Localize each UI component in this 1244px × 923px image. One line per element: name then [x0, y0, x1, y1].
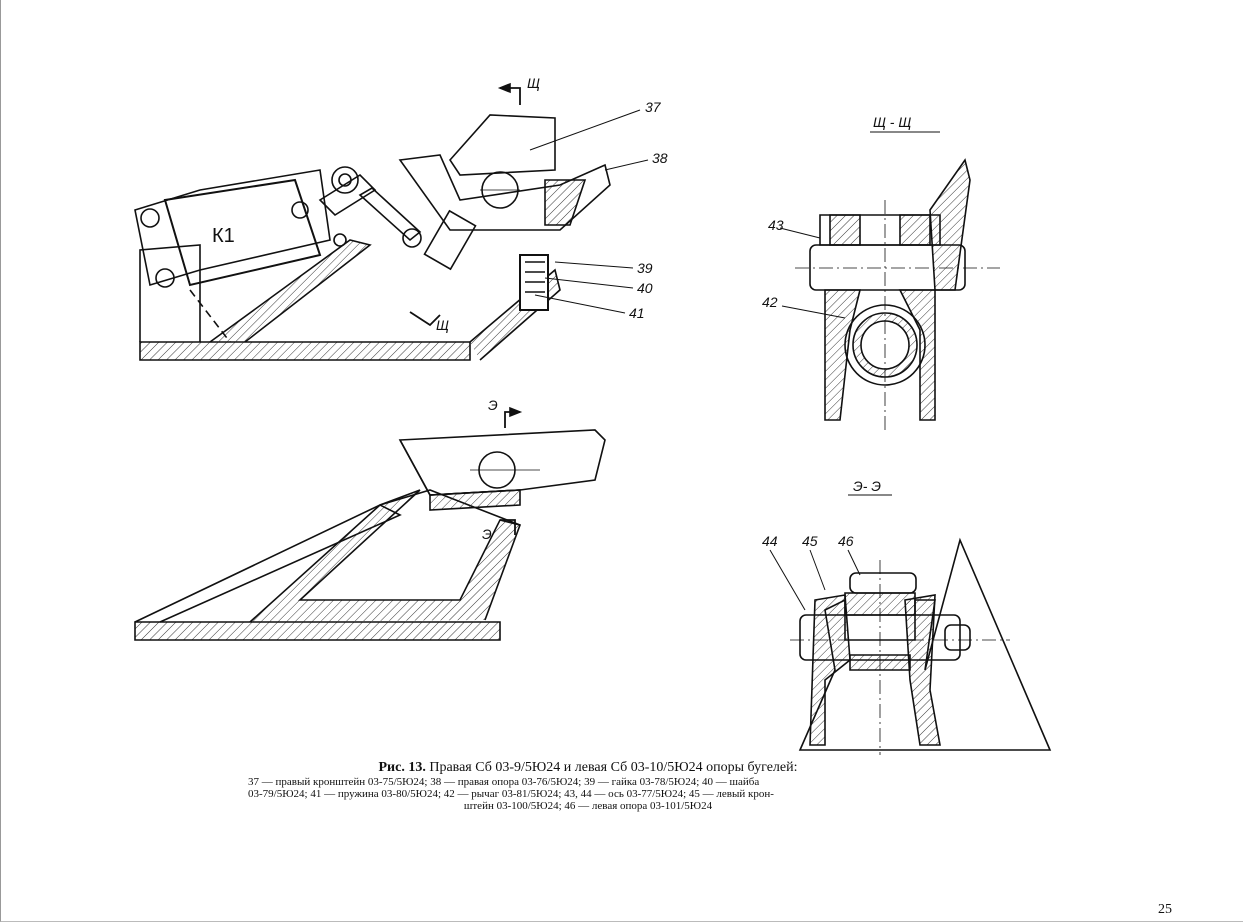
label-46: 46 — [838, 533, 854, 549]
label-39: 39 — [637, 260, 653, 276]
technical-drawing: 37 38 39 40 41 42 43 44 45 46 К1 Щ Щ Щ -… — [134, 75, 1052, 755]
caption-title: Рис. 13. Правая Сб 03-9/5Ю24 и левая Сб … — [248, 760, 928, 775]
label-42: 42 — [762, 294, 778, 310]
section-title-shch: Щ - Щ — [873, 114, 911, 130]
caption-figure-number: Рис. 13. — [378, 760, 426, 775]
label-44: 44 — [762, 533, 778, 549]
label-43: 43 — [768, 217, 784, 233]
section-shch-view — [779, 131, 1000, 430]
caption-line-3: штейн 03-100/5Ю24; 46 — левая опора 03-1… — [463, 800, 713, 812]
section-title-e: Э- Э — [853, 478, 881, 494]
label-41: 41 — [629, 305, 645, 321]
figure-caption: Рис. 13. Правая Сб 03-9/5Ю24 и левая Сб … — [248, 760, 928, 813]
caption-title-text: Правая Сб 03-9/5Ю24 и левая Сб 03-10/5Ю2… — [429, 760, 798, 775]
label-40: 40 — [637, 280, 653, 296]
label-45: 45 — [802, 533, 818, 549]
label-k1: К1 — [212, 225, 235, 247]
section-mark-e-bottom: Э — [482, 526, 492, 542]
section-mark-e-top: Э — [488, 397, 498, 413]
page-number: 25 — [1158, 902, 1172, 917]
label-38: 38 — [652, 150, 668, 166]
caption-line-1: 37 — правый кронштейн 03-75/5Ю24; 38 — п… — [248, 776, 760, 788]
bottom-assembly — [134, 406, 606, 641]
label-37: 37 — [645, 99, 662, 115]
section-e-view — [769, 494, 1052, 755]
section-mark-shch-bottom: Щ — [436, 317, 449, 333]
caption-line-2: 03-79/5Ю24; 41 — пружина 03-80/5Ю24; 42 … — [248, 788, 774, 800]
section-mark-shch-top: Щ — [527, 75, 540, 91]
top-assembly — [134, 82, 649, 361]
